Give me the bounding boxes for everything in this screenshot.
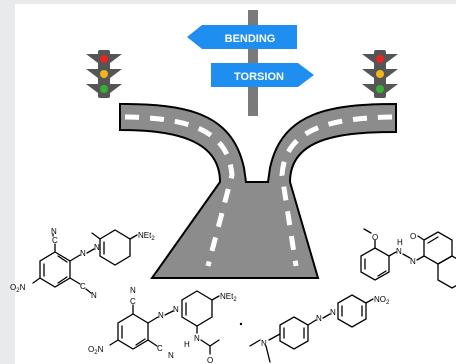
- light-green: [100, 85, 108, 93]
- light-yellow: [100, 70, 108, 78]
- forked-road: [119, 102, 397, 279]
- ring-inner-bond: [135, 338, 146, 346]
- atom-n: N: [330, 308, 336, 317]
- ring-inner-bond: [57, 276, 68, 284]
- molecule-3: N N N NO2: [249, 294, 390, 363]
- atom-n: N: [168, 351, 174, 360]
- signpost-icon: BENDING TORSION: [187, 10, 314, 116]
- atom-h: H: [397, 238, 403, 247]
- lane-marking-left: [124, 114, 235, 267]
- nitro-bond: [365, 298, 374, 304]
- azo-bond: [147, 316, 159, 324]
- atom-n: N: [158, 311, 164, 320]
- light-red: [376, 55, 384, 63]
- traffic-light-visor: [86, 84, 98, 93]
- ethyl-bond: [249, 339, 261, 347]
- atom-o2n: O2N: [88, 345, 104, 356]
- amine-ring-bond: [268, 333, 281, 341]
- methyl-bond: [363, 228, 372, 234]
- atom-n: N: [130, 286, 136, 295]
- separator-dot: [239, 322, 243, 326]
- cn-triple: [85, 288, 92, 294]
- road-surface: [119, 102, 397, 279]
- atom-c: C: [130, 297, 136, 306]
- traffic-light-visor: [386, 54, 398, 63]
- atom-c: C: [157, 344, 163, 353]
- traffic-light-visor: [386, 84, 398, 93]
- ring-inner-bond: [427, 236, 439, 244]
- traffic-light-visor: [362, 84, 374, 93]
- molecule-1: C N N N NEt2 O2N C N: [10, 227, 155, 300]
- atom-n: N: [173, 305, 179, 314]
- atom-n: N: [91, 291, 97, 300]
- sign-bending-arrow: [187, 25, 297, 49]
- lane-marking-right: [279, 114, 393, 267]
- traffic-light-right: [362, 50, 398, 98]
- atom-n: N: [410, 257, 416, 266]
- atom-o: O: [410, 232, 416, 241]
- atom-o: O: [372, 233, 378, 242]
- azo-bond: [307, 319, 317, 326]
- atom-n: N: [194, 334, 200, 343]
- traffic-light-visor: [110, 69, 122, 78]
- methyl-bond: [91, 232, 101, 240]
- hydrazone-bond: [402, 253, 411, 259]
- amine-bond: [211, 295, 220, 301]
- naphthalene-ring: [437, 255, 456, 289]
- azo-double: [322, 313, 331, 319]
- ring-inner-bond: [377, 270, 387, 277]
- sign-bending-label: BENDING: [225, 33, 276, 45]
- atom-no2: NO2: [374, 295, 390, 306]
- traffic-light-visor: [86, 69, 98, 78]
- cn-double-bond: [416, 255, 425, 261]
- azo-double: [86, 248, 95, 254]
- light-green: [376, 85, 384, 93]
- traffic-light-visor: [362, 69, 374, 78]
- carbonyl-bond: [417, 235, 425, 241]
- atom-n: N: [396, 247, 402, 256]
- nitro-bond: [32, 277, 41, 284]
- hydrazone-bond: [388, 251, 397, 257]
- traffic-light-left: [86, 50, 122, 98]
- traffic-light-visor: [362, 54, 374, 63]
- light-red: [100, 55, 108, 63]
- azo-bond: [69, 254, 81, 262]
- traffic-light-visor: [386, 69, 398, 78]
- atom-c: C: [80, 282, 86, 291]
- cn-bond: [69, 277, 81, 285]
- amide-methyl: [209, 339, 220, 347]
- ring-inner-bond: [57, 255, 68, 263]
- traffic-light-visor: [110, 84, 122, 93]
- molecule-2: C N N N NEt2 H N O O2N C N: [88, 286, 237, 364]
- sign-torsion-arrow: [211, 63, 314, 87]
- atom-h: H: [184, 340, 190, 349]
- atom-c: C: [52, 236, 58, 245]
- traffic-light-visor: [110, 54, 122, 63]
- atom-n: N: [80, 249, 86, 258]
- molecule-4: O H N N O: [360, 228, 456, 289]
- sign-torsion-label: TORSION: [234, 71, 284, 83]
- atom-n: N: [51, 227, 57, 236]
- atom-n: N: [94, 243, 100, 252]
- atom-o2n: O2N: [10, 283, 26, 294]
- azo-double: [164, 310, 174, 316]
- atom-n: N: [261, 339, 267, 348]
- atom-n: N: [316, 314, 322, 323]
- ethyl-bond: [265, 345, 271, 363]
- cn-bond: [147, 339, 158, 347]
- traffic-light-visor: [86, 54, 98, 63]
- light-yellow: [376, 70, 384, 78]
- nitro-bond: [109, 339, 119, 346]
- amine-bond: [129, 234, 138, 240]
- amide-bond: [200, 339, 211, 347]
- atom-net2: NEt2: [138, 231, 155, 242]
- atom-net2: NEt2: [220, 292, 237, 303]
- atom-o: O: [207, 356, 213, 364]
